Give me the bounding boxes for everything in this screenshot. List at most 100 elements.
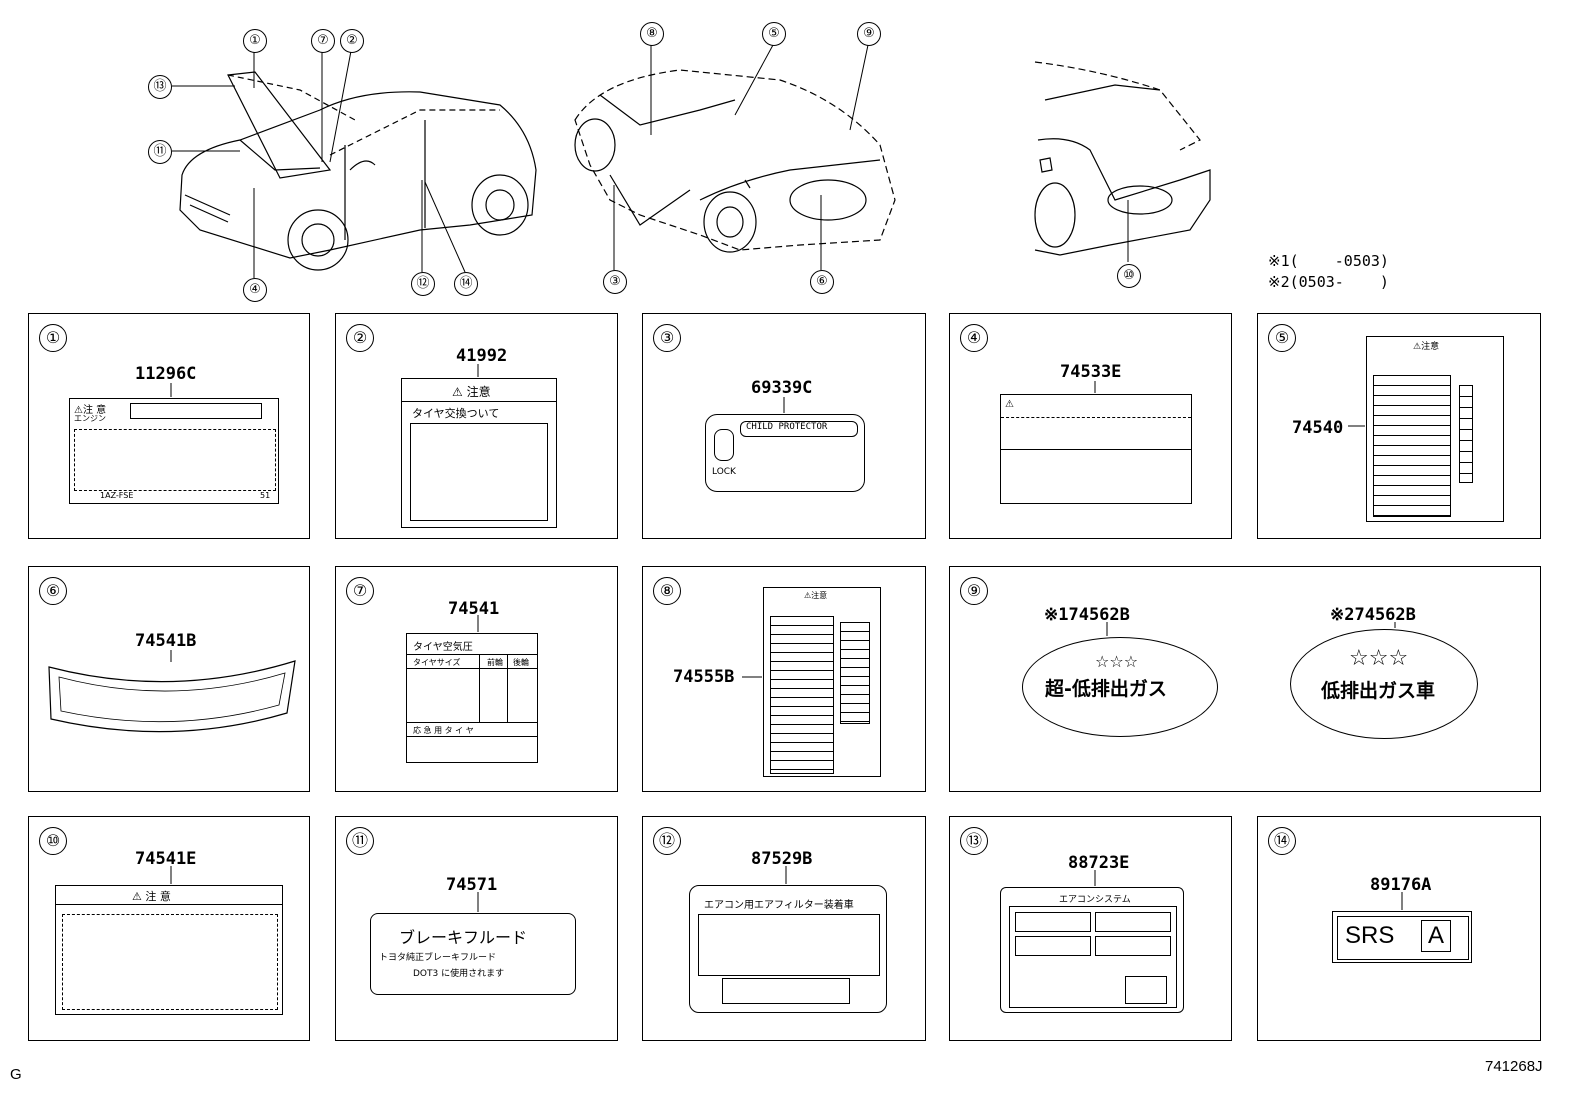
callout-3: ③	[603, 270, 627, 294]
callout-11: ⑪	[148, 140, 172, 164]
callout-8: ⑧	[640, 22, 664, 46]
panel-number: ③	[653, 324, 681, 352]
panel-number: ⑩	[39, 827, 67, 855]
part-number: 74533E	[1060, 362, 1122, 382]
part-number: 74541B	[135, 631, 197, 651]
label-11296C: ⚠注 意 エンジン 1AZ-FSE 51	[69, 398, 279, 504]
car-trunk-view	[1034, 61, 1211, 256]
part-number: 74540	[1292, 418, 1344, 438]
label-line-2: DOT3 に使用されます	[413, 969, 505, 979]
panel-number: ⑦	[346, 577, 374, 605]
panel-1: ① 11296C ⚠注 意 エンジン 1AZ-FSE 51	[28, 313, 310, 539]
panel-9: ⑨ ※174562B ※274562B ☆☆☆ 超-低排出ガス ☆☆☆ 低排出ガ…	[949, 566, 1541, 792]
part-number: 89176A	[1370, 875, 1432, 895]
label-heading: ⚠注 意	[74, 405, 107, 416]
emission-badge-2: ☆☆☆ 低排出ガス車	[1290, 629, 1478, 739]
col-tire-size: タイヤサイズ	[413, 658, 461, 667]
vehicle-illustrations	[172, 44, 1211, 278]
panel-number: ①	[39, 324, 67, 352]
footer-left: G	[10, 1066, 22, 1083]
part-number-1: ※174562B	[1044, 605, 1130, 625]
label-engine-code: 1AZ-FSE	[100, 491, 134, 500]
panel-10: ⑩ 74541E ⚠ 注 意	[28, 816, 310, 1041]
footer-right: 741268J	[1485, 1058, 1543, 1075]
panel-number: ⑨	[960, 577, 988, 605]
badge-text: 低排出ガス車	[1321, 680, 1436, 702]
panel-number: ⑬	[960, 827, 988, 855]
label-heading: CHILD PROTECTOR	[746, 422, 828, 432]
emission-badge-1: ☆☆☆ 超-低排出ガス	[1022, 637, 1218, 737]
panel-12: ⑫ 87529B エアコン用エアフィルター装着車	[642, 816, 926, 1041]
label-heading: ⚠ 注 意	[132, 890, 171, 903]
label-74533E: ⚠	[1000, 394, 1192, 504]
label-subheading: エンジン	[74, 414, 106, 423]
warning-icon: ⚠	[1005, 399, 1014, 410]
srs-text: SRS	[1345, 922, 1395, 949]
panel-14: ⑭ 89176A SRS A	[1257, 816, 1541, 1041]
label-heading: ⚠ 注意	[452, 385, 491, 399]
label-spare-tire: 応 急 用 タ イ ヤ	[413, 726, 474, 735]
callout-5: ⑤	[762, 22, 786, 46]
panel-4: ④ 74533E ⚠	[949, 313, 1232, 539]
panel-number: ⑪	[346, 827, 374, 855]
col-rear: 後輪	[513, 658, 529, 667]
srs-code: A	[1421, 920, 1451, 952]
part-number-2: ※274562B	[1330, 605, 1416, 625]
part-number: 74555B	[673, 667, 735, 687]
panel-number: ⑤	[1268, 324, 1296, 352]
badge-stars: ☆☆☆	[1349, 646, 1409, 671]
label-74541: タイヤ空気圧 タイヤサイズ 前輪 後輪 応 急 用 タ イ ヤ	[406, 633, 538, 763]
car-front-view	[179, 71, 537, 271]
panel-number: ⑥	[39, 577, 67, 605]
callout-14: ⑭	[454, 272, 478, 296]
panel-11: ⑪ 74571 ブレーキフルード トヨタ純正ブレーキフルード DOT3 に使用さ…	[335, 816, 618, 1041]
badge-text: 超-低排出ガス	[1045, 678, 1167, 700]
part-number: 41992	[456, 346, 508, 366]
label-line-1: トヨタ純正ブレーキフルード	[379, 953, 497, 963]
panel-number: ⑧	[653, 577, 681, 605]
label-41992: ⚠ 注意 タイヤ交換ついて	[401, 378, 557, 528]
panel-3: ③ 69339C CHILD PROTECTOR LOCK	[642, 313, 926, 539]
callout-2: ②	[340, 29, 364, 53]
badge-stars: ☆☆☆	[1095, 652, 1139, 671]
panel-number: ⑭	[1268, 827, 1296, 855]
part-number: 74541	[448, 599, 500, 619]
callout-6: ⑥	[810, 270, 834, 294]
part-number: 69339C	[751, 378, 813, 398]
part-number: 11296C	[135, 364, 197, 384]
label-74540: ⚠注意	[1366, 336, 1504, 522]
label-89176A: SRS A	[1332, 911, 1472, 963]
label-heading: エアコン用エアフィルター装着車	[704, 900, 854, 911]
callout-12: ⑫	[411, 272, 435, 296]
callout-7: ⑦	[311, 29, 335, 53]
panel-7: ⑦ 74541 タイヤ空気圧 タイヤサイズ 前輪 後輪 応 急 用 タ イ ヤ	[335, 566, 618, 792]
note-2: ※2(0503- )	[1268, 273, 1389, 291]
part-number: 74541E	[135, 849, 197, 869]
label-74541B-curved	[48, 660, 296, 733]
label-87529B: エアコン用エアフィルター装着車	[689, 885, 887, 1013]
label-lock: LOCK	[712, 467, 736, 477]
label-code-number: 51	[260, 491, 271, 500]
callout-9: ⑨	[857, 22, 881, 46]
label-74555B: ⚠注意	[763, 587, 881, 777]
label-heading: ⚠注意	[804, 591, 828, 600]
label-heading: ブレーキフルード	[399, 928, 528, 947]
label-74541E: ⚠ 注 意	[55, 885, 283, 1015]
col-front: 前輪	[487, 658, 503, 667]
note-1: ※1( -0503)	[1268, 252, 1389, 270]
callout-13: ⑬	[148, 75, 172, 99]
callout-4: ④	[243, 278, 267, 302]
panel-number: ②	[346, 324, 374, 352]
label-heading: ⚠注意	[1413, 342, 1440, 352]
panel-2: ② 41992 ⚠ 注意 タイヤ交換ついて	[335, 313, 618, 539]
panel-6: ⑥ 74541B	[28, 566, 310, 792]
panel-13: ⑬ 88723E エアコンシステム	[949, 816, 1232, 1041]
panel-5: ⑤ 74540 ⚠注意	[1257, 313, 1541, 539]
part-number: 88723E	[1068, 853, 1130, 873]
label-subheading: タイヤ交換ついて	[412, 407, 500, 420]
label-heading: タイヤ空気圧	[413, 642, 473, 653]
car-rear-view	[574, 69, 896, 253]
label-heading: エアコンシステム	[1059, 895, 1131, 905]
label-88723E: エアコンシステム	[1000, 887, 1184, 1013]
panel-number: ④	[960, 324, 988, 352]
